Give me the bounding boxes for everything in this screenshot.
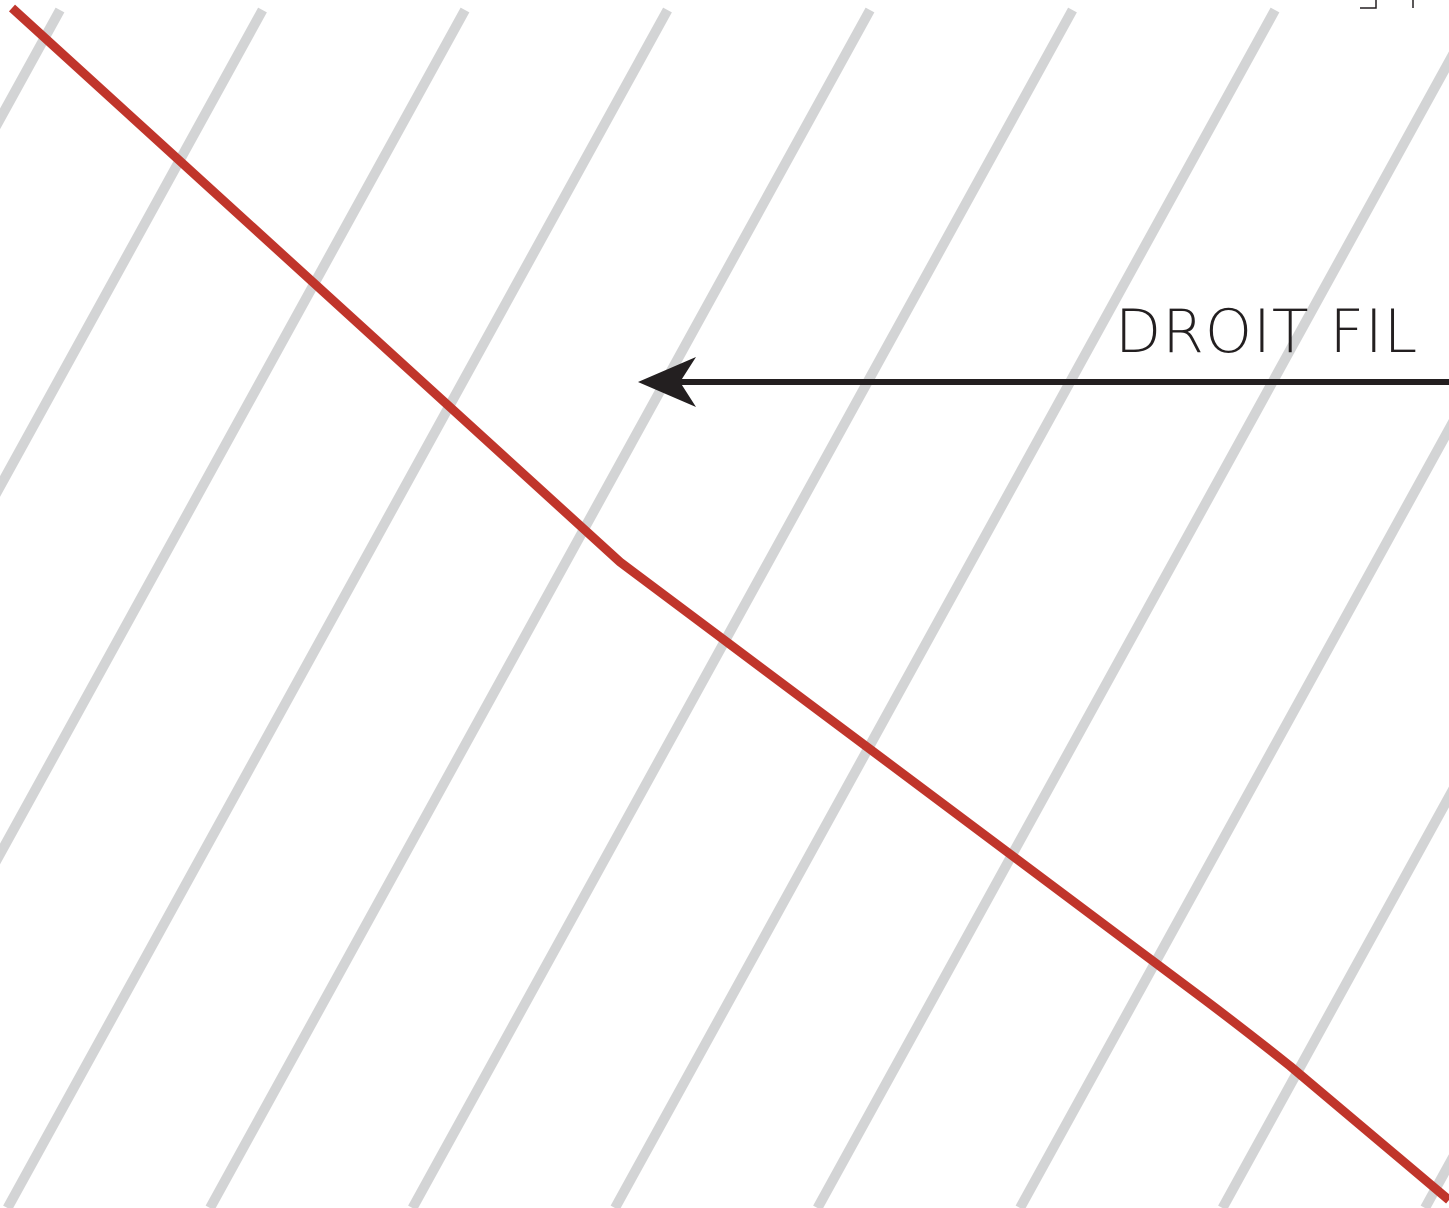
hatch-line (0, 7, 267, 497)
corner-marks (1360, 0, 1414, 9)
hatch-line (205, 7, 875, 1208)
arrow-left-icon (638, 357, 696, 407)
hatch-line (0, 7, 470, 865)
hatch-line (1218, 786, 1449, 1208)
grain-arrow (638, 357, 1449, 407)
hatch-line (3, 7, 672, 1208)
hatch-line (408, 7, 1077, 1208)
hatch-line (610, 7, 1280, 1208)
hatch-line (813, 51, 1449, 1208)
cut-line (8, 4, 1449, 1204)
grain-label: DROIT FIL (1115, 297, 1418, 367)
hatch-lines (0, 7, 1449, 1208)
hatch-line (1015, 418, 1449, 1208)
